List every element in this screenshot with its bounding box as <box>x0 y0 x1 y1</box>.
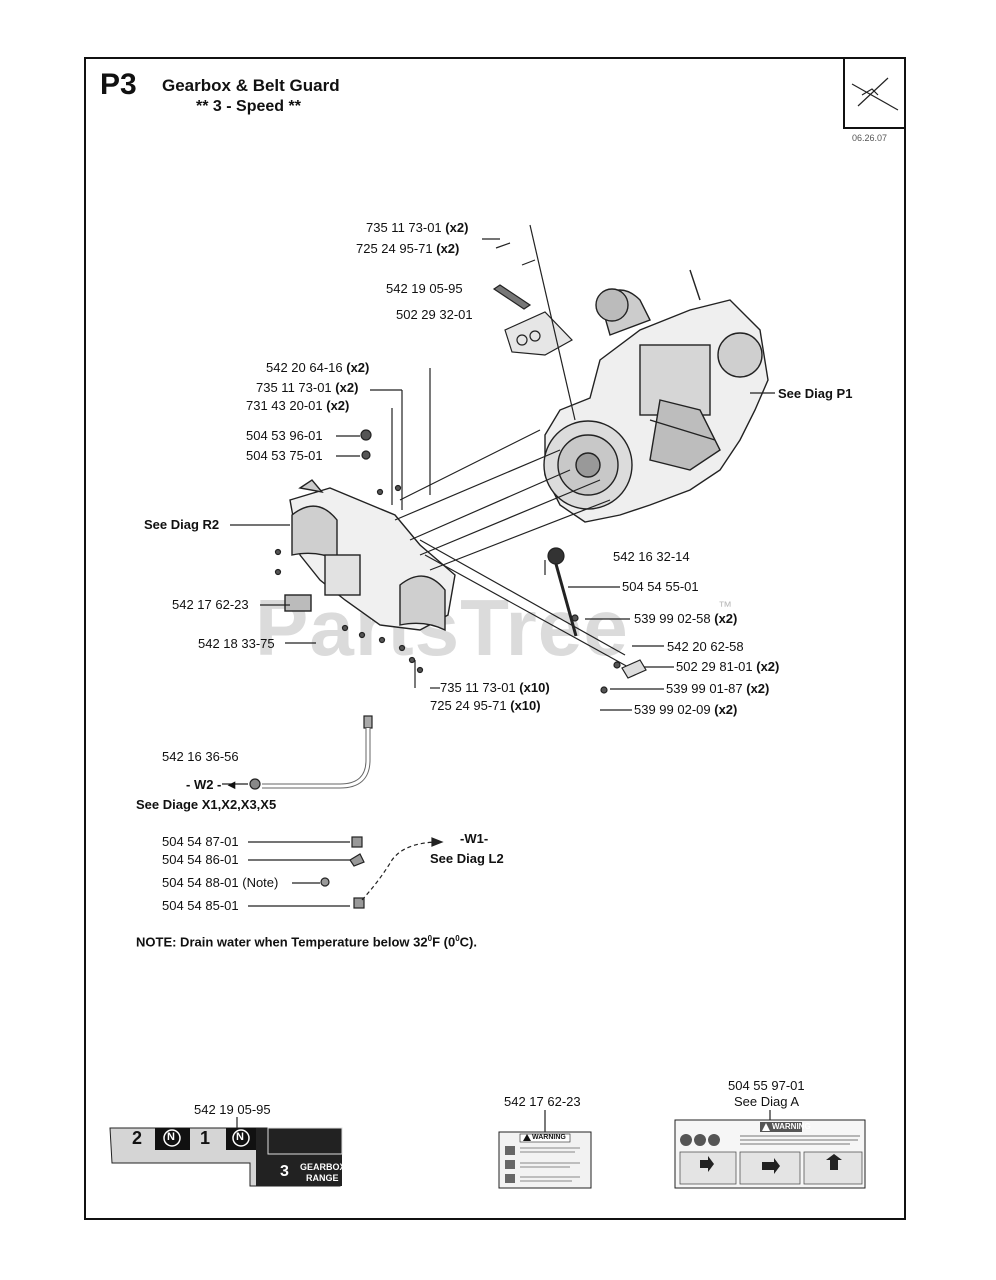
label-735-11-73-01-top: 735 11 73-01 (x2) <box>366 220 469 235</box>
label-504-54-86-01: 504 54 86-01 <box>162 852 239 867</box>
engine-drawing <box>543 269 769 523</box>
label-504-54-55-01: 504 54 55-01 <box>622 579 699 594</box>
label-539-99-02-09: 539 99 02-09 (x2) <box>634 702 738 717</box>
label-decal-504-55-97-01: 504 55 97-01 <box>728 1078 805 1093</box>
label-539-99-02-58: 539 99 02-58 (x2) <box>634 611 738 626</box>
label-539-99-01-87: 539 99 01-87 (x2) <box>666 681 770 696</box>
label-504-54-88-01: 504 54 88-01 (Note) <box>162 875 279 890</box>
label-542-17-62-23: 542 17 62-23 <box>172 597 249 612</box>
revision-date: 06.26.07 <box>852 133 888 143</box>
label-542-19-05-95: 542 19 05-95 <box>386 281 463 296</box>
label-542-16-36-56: 542 16 36-56 <box>162 749 239 764</box>
label-decal-542-17-62-23: 542 17 62-23 <box>504 1094 581 1109</box>
page-code: P3 <box>100 68 137 101</box>
page-frame <box>84 57 906 1220</box>
label-see-diage-x: See Diage X1,X2,X3,X5 <box>136 797 277 812</box>
warning-decal <box>498 1131 592 1189</box>
gearbox-range-decal <box>109 1127 343 1187</box>
guard-decal-drawing <box>492 284 532 310</box>
operation-decal <box>674 1119 866 1189</box>
label-735-11-73-01-bottom: 735 11 73-01 (x10) <box>440 680 550 695</box>
label-735-11-73-01-mid: 735 11 73-01 (x2) <box>256 380 359 395</box>
label-502-29-32-01: 502 29 32-01 <box>396 307 473 322</box>
neutral-text-1: N <box>167 1131 175 1143</box>
label-502-29-81-01: 502 29 81-01 (x2) <box>676 659 780 674</box>
label-504-53-96-01: 504 53 96-01 <box>246 428 323 443</box>
gear-2-text: 2 <box>132 1128 143 1148</box>
label-725-24-95-71-bottom: 725 24 95-71 (x10) <box>430 698 541 713</box>
page-title: Gearbox & Belt Guard <box>162 76 340 95</box>
label-504-54-87-01: 504 54 87-01 <box>162 834 239 849</box>
label-see-diag-a: See Diag A <box>734 1094 800 1109</box>
neutral-text-2: N <box>236 1131 244 1143</box>
gear-3-text: 3 <box>280 1163 289 1180</box>
guard-plate-drawing <box>504 311 573 356</box>
label-504-53-75-01: 504 53 75-01 <box>246 448 323 463</box>
label-see-diag-l2: See Diag L2 <box>430 851 504 866</box>
label-542-20-62-58: 542 20 62-58 <box>667 639 744 654</box>
drain-note: NOTE: Drain water when Temperature below… <box>136 934 477 950</box>
operation-decal-warning-word: WARNING <box>772 1122 811 1131</box>
corner-symbol-box <box>843 59 905 129</box>
gearbox-drawing <box>284 479 456 632</box>
knob-drawing <box>547 547 565 565</box>
label-504-54-85-01: 504 54 85-01 <box>162 898 239 913</box>
warning-decal-word: WARNING <box>532 1134 566 1141</box>
watermark-tm: ™ <box>718 598 732 614</box>
label-542-18-33-75: 542 18 33-75 <box>198 636 275 651</box>
range-label: RANGE <box>306 1173 339 1183</box>
label-see-diag-r2: See Diag R2 <box>144 517 220 532</box>
label-see-diag-p1: See Diag P1 <box>778 386 853 401</box>
label-542-20-64-16: 542 20 64-16 (x2) <box>266 360 370 375</box>
label-w2: - W2 - ◄ <box>186 777 238 792</box>
label-w1: -W1- <box>460 831 489 846</box>
gear-1-text: 1 <box>200 1128 211 1148</box>
drain-valve-drawing <box>320 836 365 909</box>
shift-rod-drawing <box>554 563 578 637</box>
label-decal-542-19-05-95: 542 19 05-95 <box>194 1102 271 1117</box>
corner-symbol-line <box>851 83 899 111</box>
label-731-43-20-01: 731 43 20-01 (x2) <box>246 398 350 413</box>
label-725-24-95-71-top: 725 24 95-71 (x2) <box>356 241 460 256</box>
label-542-16-32-14: 542 16 32-14 <box>613 549 690 564</box>
gearbox-label: GEARBOX <box>300 1162 346 1172</box>
corner-symbol-line <box>857 77 889 107</box>
page-subtitle: ** 3 - Speed ** <box>196 98 301 115</box>
drain-hose-drawing <box>249 715 373 790</box>
